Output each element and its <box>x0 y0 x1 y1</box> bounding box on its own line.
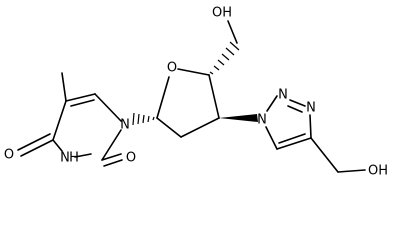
bond-n3-c2 <box>74 153 92 158</box>
stereo-bond-layer <box>132 41 258 126</box>
atom-label-imide-h: H <box>69 151 79 166</box>
atom-label-triazole-n1: N <box>257 113 267 128</box>
bond-c2p-c3p <box>180 117 220 138</box>
atom-label-layer: OH O N N N N O N H O OH <box>4 6 388 179</box>
bond-o4p-c1p <box>156 76 170 119</box>
hashed-bond-c4p-c5p <box>209 41 240 75</box>
bond-c5-tn1 <box>265 126 278 150</box>
bond-c4-c5 <box>52 100 67 141</box>
wedge-bond-c3p-tn1 <box>219 114 258 122</box>
bond-c5-c6 <box>65 93 96 102</box>
atom-label-triazole-n2: N <box>278 88 288 103</box>
bond-tn2-tn3 <box>289 99 306 107</box>
atom-label-imide-n: N <box>60 151 70 166</box>
bond-c6-n1 <box>94 93 122 122</box>
bond-c4-o4-double <box>17 133 51 151</box>
atom-label-triazole-n3: N <box>306 101 316 116</box>
bond-c5-methyl <box>61 72 67 102</box>
bond-c4-n3 <box>52 139 63 152</box>
bond-c4-c5-double <box>278 133 306 144</box>
bond-c3p-c4p <box>208 74 220 119</box>
bond-c5p-o5p <box>227 20 238 44</box>
bond-c4-ch2 <box>310 137 339 173</box>
bond-c2-o2 <box>101 153 122 161</box>
bond-c2-o2-double <box>103 159 123 167</box>
bond-c1p-c2p <box>156 117 182 138</box>
atom-label-oh-bottom: OH <box>368 164 388 179</box>
atom-label-ring-oxygen: O <box>167 61 177 76</box>
bond-c4p-o4p <box>177 68 210 76</box>
hashed-bond-c1p-n1 <box>132 112 155 126</box>
bond-c4-o4 <box>20 139 54 157</box>
bond-ch2-oh <box>337 169 366 173</box>
atom-label-carbonyl-o4: O <box>4 148 14 163</box>
bond-layer <box>17 20 366 173</box>
bond-c4-c5 <box>276 137 312 150</box>
bond-tn3-c4 <box>309 114 312 139</box>
bond-c5-c6-double <box>70 99 95 107</box>
bond-tn1-tn2 <box>266 95 278 112</box>
atom-label-oh-top: OH <box>212 6 232 21</box>
bond-c2-n1 <box>101 129 122 161</box>
atom-label-carbonyl-o2: O <box>126 151 136 166</box>
molecule-diagram: OH O N N N N O N H O OH <box>4 6 388 179</box>
bond-tn2-tn3-double <box>287 105 303 113</box>
atom-label-uracil-n1: N <box>120 118 130 133</box>
